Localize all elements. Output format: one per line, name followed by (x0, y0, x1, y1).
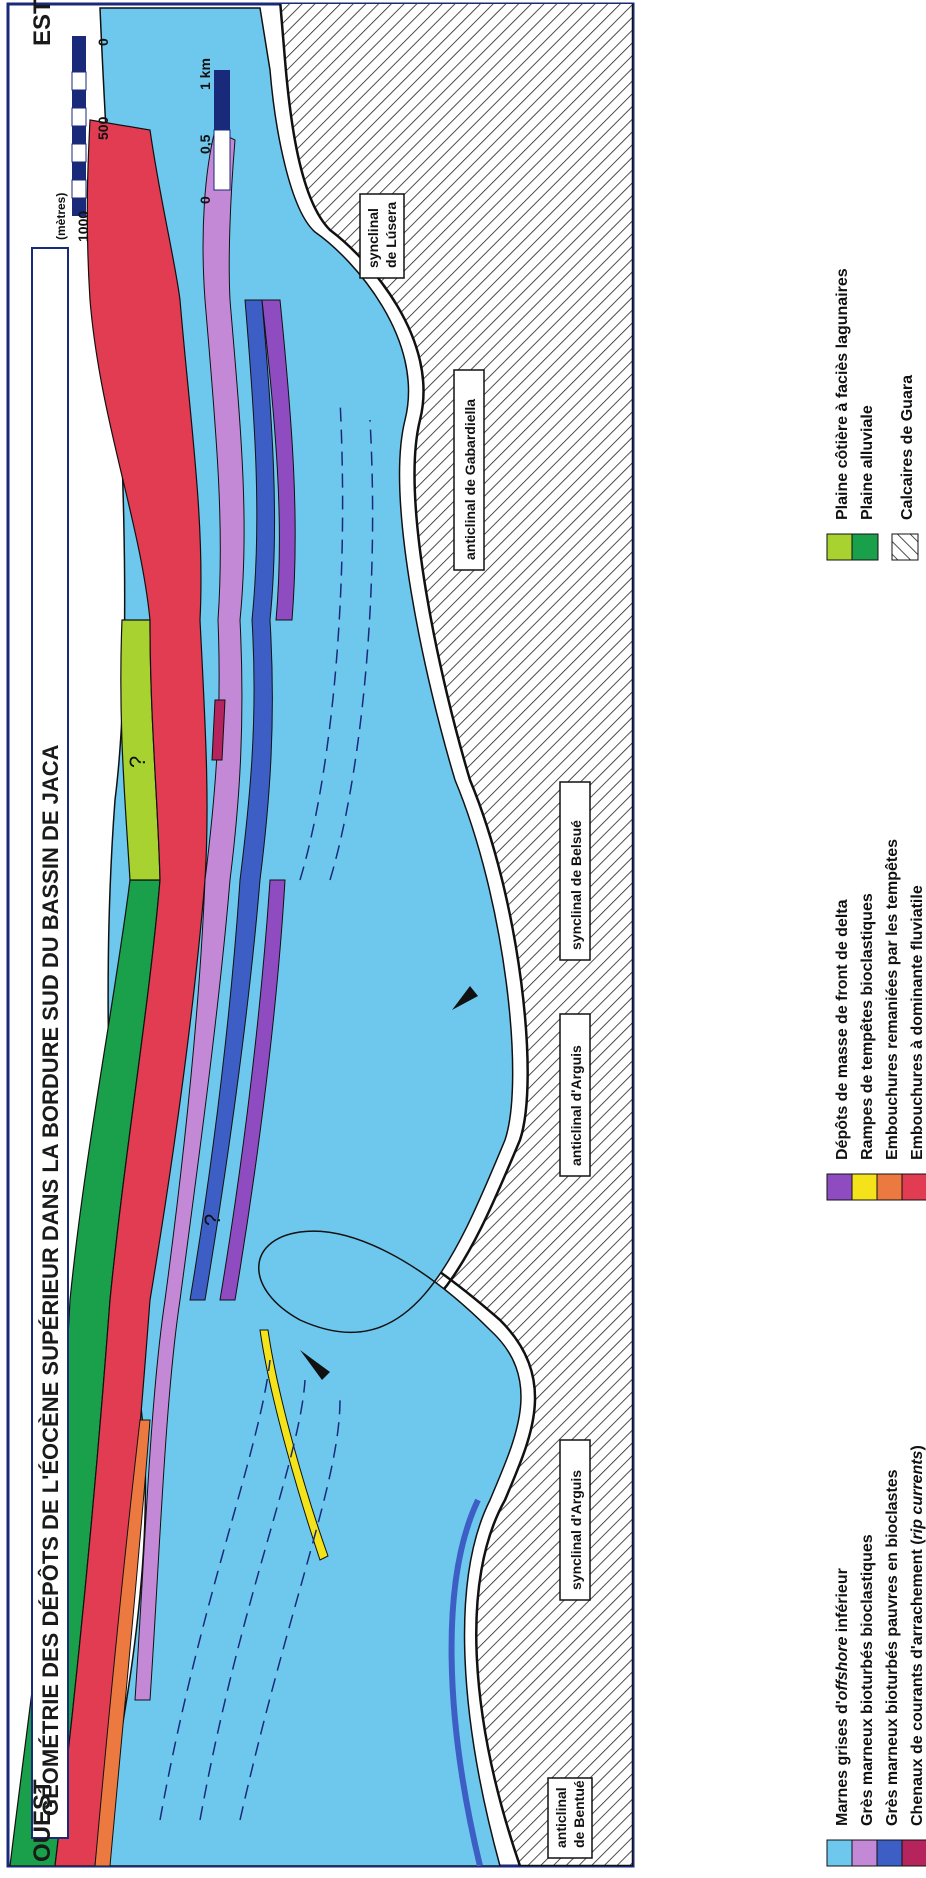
label-belsue: synclinal de Belsué (559, 781, 591, 961)
svg-text:Calcaires de Guara: Calcaires de Guara (899, 375, 916, 520)
svg-text:1000: 1000 (75, 211, 91, 242)
storm-ramp (259, 1329, 329, 1561)
svg-text:Chenaux de courants d'arrachem: Chenaux de courants d'arrachement (rip c… (909, 1445, 926, 1826)
west-label: OUEST (29, 1779, 56, 1862)
svg-text:1 km: 1 km (197, 58, 213, 90)
legend-item-ramp: Rampes de tempêtes bioclastiques (851, 893, 879, 1201)
delta-masses (219, 299, 296, 1301)
title-box: GÉOMÉTRIE DES DÉPÔTS DE L'ÉOCÈNE SUPÉRIE… (31, 247, 69, 1839)
svg-text:500: 500 (95, 116, 111, 140)
legend-col2: Dépôts de masse de front de delta Rampes… (826, 839, 926, 1201)
svg-text:Rampes de tempêtes bioclastiqu: Rampes de tempêtes bioclastiques (859, 893, 876, 1160)
storm-mouths (94, 1419, 151, 1866)
svg-text:synclinal: synclinal (365, 208, 381, 268)
label-bentue: anticlinal de Bentué (547, 1777, 593, 1859)
legend-item-bio: Grès marneux bioturbés bioclastiques (851, 1534, 879, 1867)
fluvial-mouths (54, 119, 208, 1866)
svg-text:synclinal de Belsué: synclinal de Belsué (568, 820, 584, 950)
svg-text:synclinal d'Arguis: synclinal d'Arguis (568, 1470, 584, 1590)
legend-item-alluvial: Plaine alluviale (851, 405, 879, 561)
svg-text:Embouchures à dominante fluvia: Embouchures à dominante fluviatile (909, 885, 926, 1160)
legend-item-rip: Chenaux de courants d'arrachement (rip c… (901, 1445, 926, 1867)
legend-col3: Plaine côtière à faciès lagunaires Plain… (826, 268, 919, 561)
bio-bands (134, 129, 245, 1701)
diagram-title: GÉOMÉTRIE DES DÉPÔTS DE L'ÉOCÈNE SUPÉRIE… (38, 744, 63, 1816)
legend-item-offshore: Marnes grises d'offshore inférieur (826, 1568, 854, 1867)
question-mark-2: ? (125, 756, 150, 768)
svg-text:Plaine alluviale: Plaine alluviale (859, 405, 876, 520)
fold-arrow-1 (300, 1350, 330, 1380)
legend: Marnes grises d'offshore inférieur Grès … (826, 268, 926, 1867)
svg-text:Dépôts de masse de front de de: Dépôts de masse de front de delta (834, 899, 851, 1160)
svg-text:anticlinal: anticlinal (553, 1787, 569, 1848)
fold-arrow-2 (452, 986, 478, 1010)
horizontal-scale: 1 km 0,5 0 (197, 58, 231, 204)
label-anticlinal-arguis: anticlinal d'Arguis (559, 1013, 591, 1177)
legend-item-delta: Dépôts de masse de front de delta (826, 899, 854, 1201)
label-synclinal-arguis: synclinal d'Arguis (559, 1439, 591, 1601)
offshore-marls (94, 7, 522, 1866)
svg-text:Plaine côtière à faciès laguna: Plaine côtière à faciès lagunaires (834, 268, 851, 520)
svg-text:anticlinal de Gabardiella: anticlinal de Gabardiella (462, 399, 478, 560)
svg-text:anticlinal d'Arguis: anticlinal d'Arguis (568, 1045, 584, 1166)
svg-text:0,5: 0,5 (197, 134, 213, 154)
svg-text:Grès marneux bioturbés bioclas: Grès marneux bioturbés bioclastiques (859, 1534, 876, 1826)
legend-item-storm: Embouchures remaniées par les tempêtes (876, 839, 904, 1201)
legend-item-poor: Grès marneux bioturbés pauvres en biocla… (876, 1469, 904, 1867)
label-lusera: synclinal de Lúsera (359, 193, 405, 279)
legend-item-guara: Calcaires de Guara (891, 375, 919, 561)
svg-text:de Bentué: de Bentué (571, 1780, 587, 1848)
svg-text:0: 0 (95, 38, 111, 46)
east-label: EST (29, 0, 56, 46)
legend-col1: Marnes grises d'offshore inférieur Grès … (826, 1445, 926, 1867)
svg-text:Grès marneux bioturbés pauvres: Grès marneux bioturbés pauvres en biocla… (884, 1469, 901, 1826)
basal-blue-line (448, 1498, 483, 1866)
legend-item-lagoon: Plaine côtière à faciès lagunaires (826, 268, 854, 561)
svg-text:Embouchures remaniées par les: Embouchures remaniées par les tempêtes (884, 839, 901, 1160)
svg-text:(mètres): (mètres) (54, 193, 68, 240)
rip-channels (211, 699, 226, 761)
legend-item-fluvial: Embouchures à dominante fluviatile (901, 885, 926, 1201)
svg-text:Marnes grises d'offshore infér: Marnes grises d'offshore inférieur (834, 1568, 851, 1826)
bedding-lines (159, 399, 374, 1821)
guara-limestone (246, 4, 633, 1866)
vertical-scale: (mètres) 1000 500 0 (54, 36, 111, 242)
svg-text:0: 0 (197, 196, 213, 204)
label-gabardiella: anticlinal de Gabardiella (453, 369, 485, 571)
svg-text:de Lúsera: de Lúsera (383, 202, 399, 268)
question-mark-1: ? (200, 1214, 225, 1226)
poor-bands (189, 299, 276, 1301)
